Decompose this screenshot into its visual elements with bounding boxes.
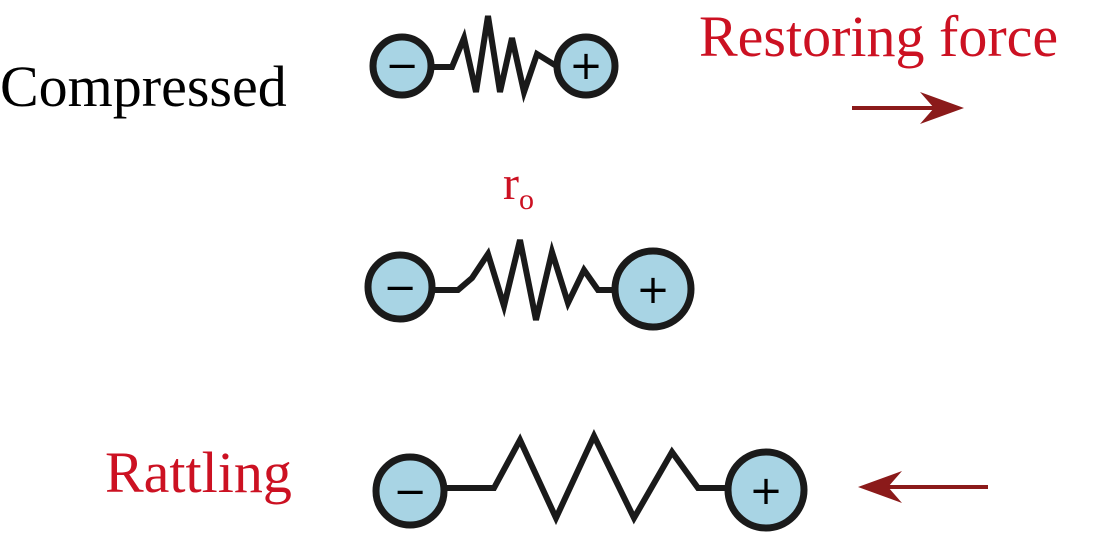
equilibrium-distance-label: ro — [503, 157, 534, 215]
r-symbol: r — [503, 157, 519, 210]
rattling-ion-pair: − + — [372, 429, 808, 532]
rattling-positive-sign: + — [749, 468, 783, 514]
compressed-spring-icon — [427, 15, 561, 104]
equilibrium-negative-ion-icon: − — [364, 251, 436, 323]
compressed-negative-sign: − — [385, 43, 419, 89]
equilibrium-positive-sign: + — [636, 267, 670, 313]
rattling-negative-sign: − — [393, 469, 427, 515]
arrow-right-icon — [852, 92, 964, 124]
restoring-force-label: Restoring force — [699, 4, 1059, 69]
compressed-negative-ion-icon: − — [369, 33, 435, 99]
compressed-positive-ion-icon: + — [553, 33, 619, 99]
rattling-negative-ion-icon: − — [372, 453, 448, 529]
equilibrium-positive-ion-icon: + — [611, 247, 695, 331]
compressed-label: Compressed — [0, 54, 287, 119]
arrow-left-icon — [858, 471, 988, 503]
equilibrium-spring-icon — [417, 239, 617, 321]
rattling-spring-icon — [437, 429, 751, 526]
equilibrium-ion-pair: − + — [364, 239, 695, 331]
compressed-positive-sign: + — [569, 43, 603, 89]
rattling-positive-ion-icon: + — [724, 448, 808, 532]
compressed-ion-pair: − + — [369, 15, 619, 104]
r-subscript: o — [518, 183, 534, 216]
rattling-label: Rattling — [105, 440, 292, 505]
equilibrium-negative-sign: − — [383, 265, 417, 311]
